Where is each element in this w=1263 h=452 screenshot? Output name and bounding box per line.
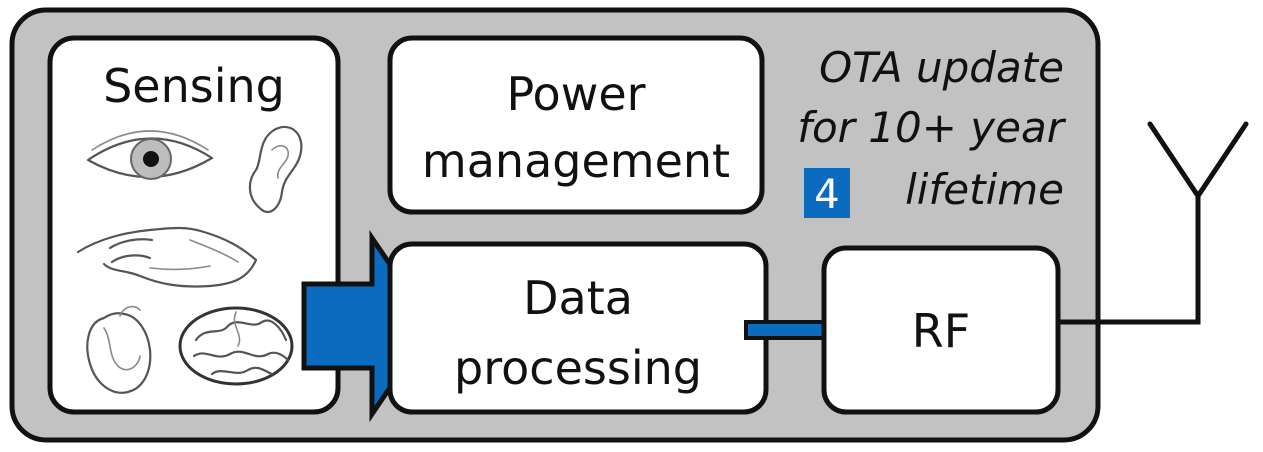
data-label-line1: Data	[523, 271, 633, 325]
power-label-line2: management	[422, 134, 730, 188]
antenna-icon	[1058, 121, 1249, 325]
heart-icon	[86, 305, 152, 394]
power-label-line1: Power	[506, 67, 645, 121]
eye-icon	[86, 130, 214, 180]
brain-icon	[178, 306, 294, 386]
power-management-block	[387, 35, 765, 215]
rf-block	[821, 245, 1061, 415]
hand-icon	[76, 226, 258, 288]
data-label-line2: processing	[454, 341, 702, 395]
rf-label: RF	[912, 304, 970, 358]
ear-icon	[248, 125, 303, 214]
step-badge-number: 4	[814, 172, 839, 218]
sensing-label: Sensing	[103, 59, 285, 113]
ota-note-line3: lifetime	[905, 165, 1064, 214]
ota-note-line1: OTA update	[819, 43, 1064, 92]
ota-note-line2: for 10+ year	[797, 103, 1067, 152]
step-badge	[804, 168, 850, 218]
